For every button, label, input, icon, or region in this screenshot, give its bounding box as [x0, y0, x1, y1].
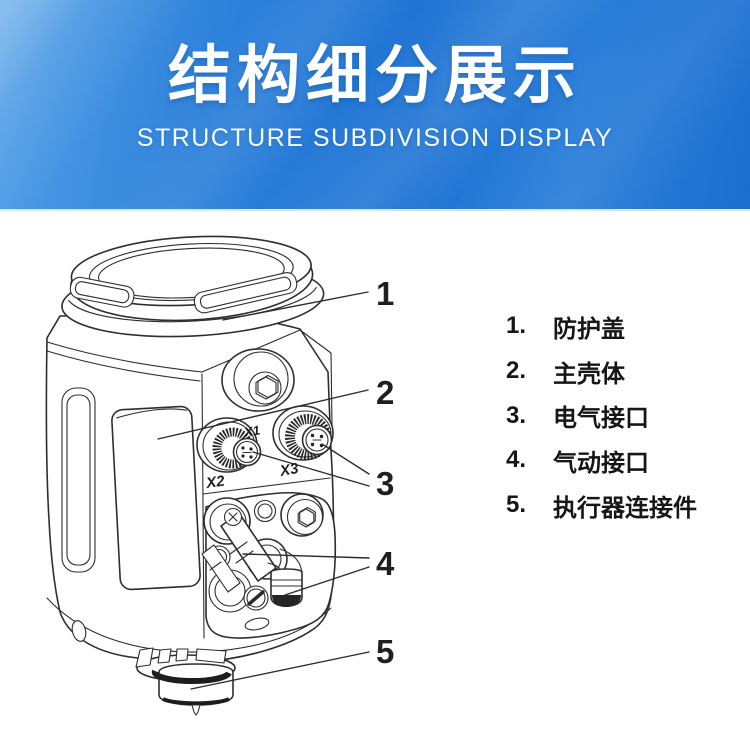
- callout-number-5: 5: [376, 633, 394, 670]
- callout-number-3: 3: [376, 465, 394, 502]
- actuator-connector: [135, 647, 236, 716]
- port-label-x1: X1: [242, 422, 261, 440]
- legend-item-3: 3. 电气接口: [506, 393, 697, 438]
- x3-pins: [310, 433, 324, 448]
- hex-boss: [221, 348, 295, 412]
- legend-item-1: 1. 防护盖: [506, 304, 697, 349]
- legend-number: 5.: [506, 491, 527, 519]
- elbow-fitting-upper: [220, 507, 277, 582]
- elbow-fitting-right: [267, 548, 303, 607]
- front-panel: [111, 405, 201, 591]
- legend-item-2: 2. 主壳体: [506, 349, 697, 394]
- elbow-fitting-lower-left: [201, 544, 241, 593]
- pneumatic-block: [201, 491, 337, 639]
- callout-number-2: 2: [376, 374, 394, 411]
- port-labels: X1 X2 X3: [204, 422, 300, 492]
- header-banner: 结构细分展示 STRUCTURE SUBDIVISION DISPLAY: [0, 0, 750, 211]
- grip-recess-right: [193, 272, 298, 314]
- legend-number: 1.: [506, 312, 527, 340]
- base-hole: [71, 620, 87, 642]
- legend-number: 4.: [506, 446, 527, 474]
- grip-recess-left: [69, 276, 135, 308]
- legend-item-4: 4. 气动接口: [506, 438, 697, 483]
- port-label-x3: X3: [278, 460, 301, 480]
- legend-label: 气动接口: [553, 449, 649, 477]
- legend-number: 2.: [506, 357, 527, 385]
- x2-pins: [241, 446, 253, 459]
- connector-x2: [196, 417, 262, 473]
- protective-cover-drawing: [61, 235, 325, 338]
- legend-label: 电气接口: [553, 405, 649, 433]
- callout-number-4: 4: [376, 545, 395, 582]
- callout-number-1: 1: [376, 275, 394, 312]
- legend-label: 执行器连接件: [553, 494, 697, 522]
- legend-number: 3.: [506, 401, 527, 429]
- legend-label: 防护盖: [553, 315, 625, 343]
- parts-legend: 1. 防护盖 2. 主壳体 3. 电气接口 4. 气动接口 5. 执行器连接件: [506, 304, 697, 527]
- product-line-drawing: 1 2 3 4 5 X1 X2 X3: [45, 235, 395, 716]
- legend-item-5: 5. 执行器连接件: [506, 483, 697, 528]
- side-groove: [61, 387, 96, 573]
- connector-x3: [272, 405, 334, 461]
- page-subtitle: STRUCTURE SUBDIVISION DISPLAY: [136, 124, 614, 153]
- port-label-x2: X2: [204, 472, 226, 492]
- slotted-screw: [243, 585, 269, 611]
- legend-label: 主壳体: [553, 360, 625, 388]
- center-pin: [191, 704, 201, 716]
- page-title: 结构细分展示: [168, 41, 582, 111]
- callout-numbers: 1 2 3 4 5: [376, 275, 395, 670]
- hex-screw: [280, 493, 324, 537]
- callout-leader-lines: [157, 291, 370, 690]
